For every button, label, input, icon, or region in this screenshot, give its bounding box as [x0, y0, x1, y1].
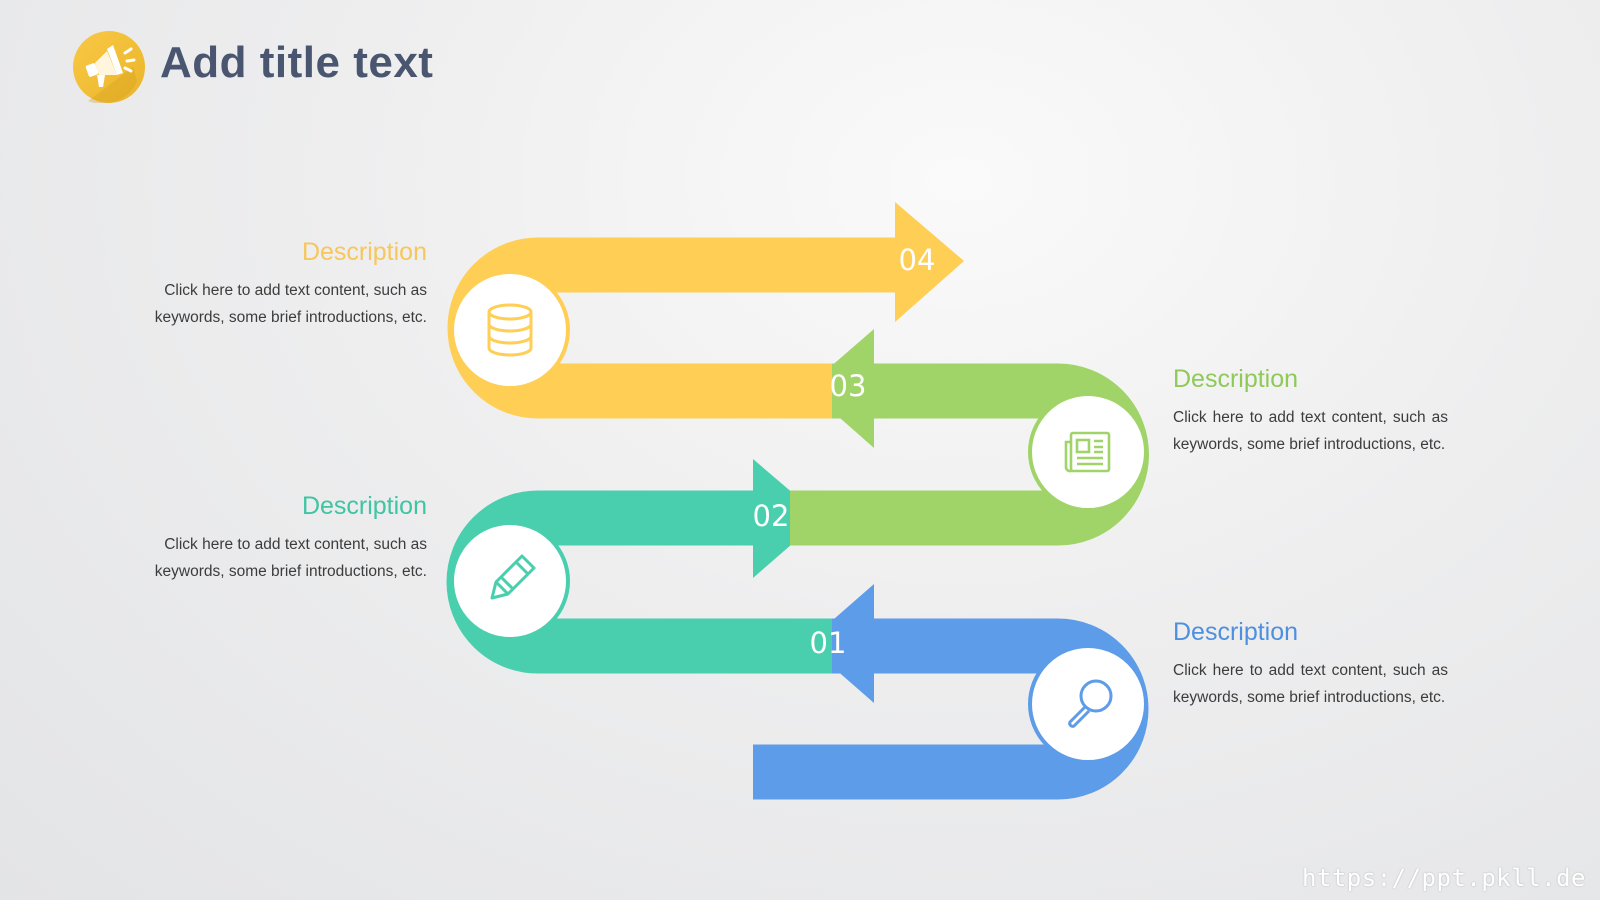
- description-block-4: Description Click here to add text conte…: [1173, 618, 1448, 711]
- step-label-03: 03: [830, 369, 867, 403]
- arrow-head-02: [753, 459, 822, 578]
- megaphone-icon: [73, 31, 145, 103]
- step-label-01: 01: [810, 626, 847, 660]
- step-label-02: 02: [753, 499, 790, 533]
- icon-circle-database: [450, 270, 570, 390]
- description-block-2: Description Click here to add text conte…: [1173, 365, 1448, 458]
- arrow-head-04: [895, 202, 964, 322]
- description-body: Click here to add text content, such as …: [1173, 662, 1448, 706]
- description-title: Description: [301, 492, 427, 520]
- arrow-head-01: [806, 584, 874, 703]
- icon-circle-pencil: [450, 521, 570, 641]
- icon-circle-newspaper: [1028, 392, 1148, 512]
- description-title: Description: [301, 238, 427, 266]
- description-title: Description: [1173, 618, 1299, 646]
- magnifier-icon: [1068, 679, 1113, 728]
- description-block-1: Description Click here to add text conte…: [152, 238, 427, 331]
- icon-circle-magnifier: [1028, 644, 1148, 764]
- description-body: Click here to add text content, such as …: [154, 536, 427, 580]
- newspaper-icon: [1064, 431, 1111, 473]
- pencil-icon: [490, 554, 536, 600]
- watermark: https://ppt.pkll.de: [1301, 864, 1586, 892]
- arrow-head-03: [806, 329, 874, 448]
- page-title: Add title text: [160, 38, 434, 87]
- description-body: Click here to add text content, such as …: [1173, 409, 1448, 453]
- description-title: Description: [1173, 365, 1299, 393]
- database-icon: [487, 303, 533, 357]
- step-label-04: 04: [899, 243, 936, 277]
- description-body: Click here to add text content, such as …: [154, 282, 427, 326]
- description-block-3: Description Click here to add text conte…: [152, 492, 427, 585]
